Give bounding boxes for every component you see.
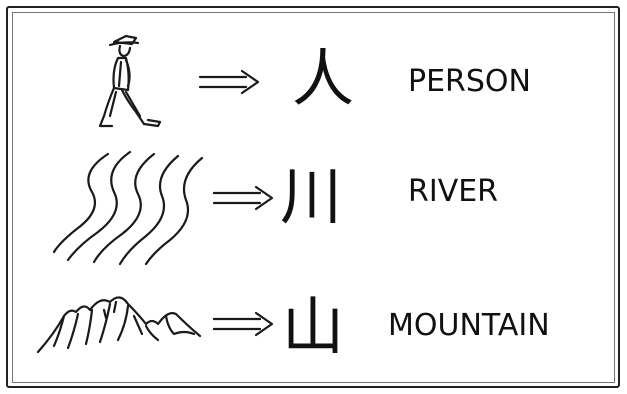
kanji-character: 山: [282, 296, 344, 358]
flowing-river-drawing: [50, 148, 210, 268]
double-line-right-arrow-icon: [212, 184, 276, 212]
meaning-label: MOUNTAIN: [388, 308, 550, 343]
double-line-right-arrow-icon: [212, 310, 276, 338]
walking-person-drawing: [92, 30, 172, 135]
meaning-label: PERSON: [408, 64, 531, 99]
mountain-range-drawing: [34, 288, 204, 358]
meaning-label: RIVER: [408, 174, 498, 209]
kanji-character: 川: [280, 166, 342, 228]
kanji-character: 人: [292, 48, 354, 110]
double-line-right-arrow-icon: [198, 68, 262, 96]
